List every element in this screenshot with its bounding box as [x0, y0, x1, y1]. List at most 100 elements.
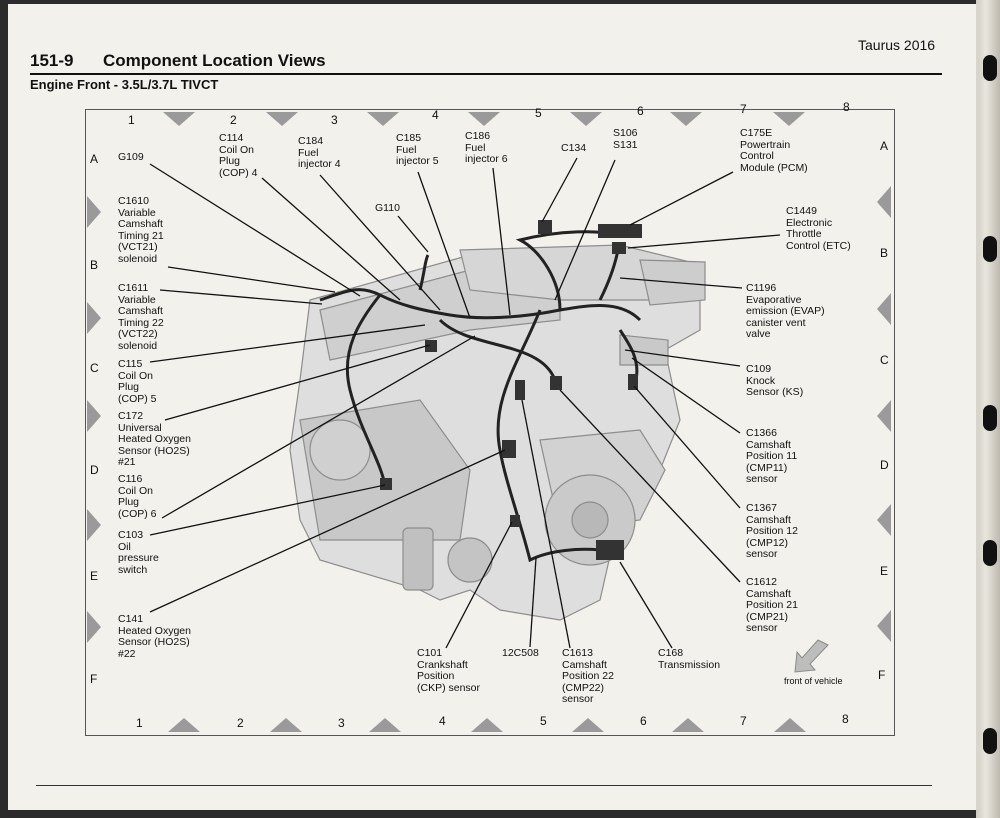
grid-column-label: 5	[540, 714, 547, 728]
grid-column-label: 3	[338, 716, 345, 730]
diagram-frame	[85, 109, 895, 736]
grid-triangle	[168, 718, 200, 732]
connector-c141	[502, 440, 516, 458]
page-number: 151-9	[30, 51, 74, 70]
grid-row-label: F	[878, 668, 886, 682]
grid-triangle	[877, 504, 891, 536]
grid-triangle	[471, 718, 503, 732]
grid-row-label: A	[90, 152, 99, 166]
page-title: Component Location Views	[103, 51, 326, 70]
grid-column-label: 1	[136, 716, 143, 730]
grid-row-label: C	[90, 361, 99, 375]
label-g110: G110	[375, 202, 400, 214]
grid-triangle	[87, 196, 101, 228]
grid-triangle	[369, 718, 401, 732]
grid-triangle	[672, 718, 704, 732]
wire-harness	[319, 230, 642, 563]
connector-c1449	[612, 242, 626, 254]
connector-c134	[538, 220, 552, 234]
grid-triangle	[774, 718, 806, 732]
front-of-vehicle-arrow	[794, 639, 829, 673]
label-12c508: 12C508	[502, 647, 539, 659]
grid-row-label: A	[880, 139, 889, 153]
grid-triangle	[266, 112, 298, 126]
grid-triangle	[572, 718, 604, 732]
binding-hole	[983, 55, 997, 81]
grid-triangle	[270, 718, 302, 732]
binding-hole	[983, 405, 997, 431]
vehicle-name: Taurus 2016	[858, 37, 936, 53]
grid-column-label: 7	[740, 102, 747, 116]
grid-triangle	[877, 610, 891, 642]
connector-c1367	[628, 374, 638, 390]
grid-column-label: 6	[637, 104, 644, 118]
engine-illustration	[289, 244, 706, 621]
grid-triangle	[670, 112, 702, 126]
binding-hole	[983, 236, 997, 262]
grid-triangle	[163, 112, 195, 126]
grid-triangle	[87, 509, 101, 541]
grid-column-label: 5	[535, 106, 542, 120]
connectors	[380, 220, 642, 560]
leader-lines	[149, 157, 781, 649]
grid-column-label: 1	[128, 113, 135, 127]
grid-row-label: C	[880, 353, 889, 367]
label-front-of-vehicle: front of vehicle	[784, 676, 843, 686]
grid-row-label: E	[90, 569, 99, 583]
grid-triangle	[87, 400, 101, 432]
label-c134: C134	[561, 142, 587, 154]
grid-column-label: 6	[640, 714, 647, 728]
grid-triangle	[570, 112, 602, 126]
connector-c115	[425, 340, 437, 352]
grid-triangle	[773, 112, 805, 126]
connector-c175e	[598, 224, 642, 238]
connector-c101	[510, 515, 520, 527]
connector-12c508	[515, 380, 525, 400]
diagram-subtitle: Engine Front - 3.5L/3.7L TIVCT	[30, 77, 219, 92]
grid-column-label: 2	[230, 113, 237, 127]
grid-column-label: 3	[331, 113, 338, 127]
footer-rule	[36, 785, 932, 786]
grid-triangle	[877, 293, 891, 325]
grid-row-label: E	[880, 564, 889, 578]
grid-triangle	[877, 186, 891, 218]
grid-row-label: B	[90, 258, 99, 272]
grid-triangle	[468, 112, 500, 126]
grid-column-label: 8	[843, 100, 850, 114]
grid-triangle	[367, 112, 399, 126]
connector-c1612	[550, 376, 562, 390]
binding-hole	[983, 728, 997, 754]
grid-column-label: 4	[432, 108, 439, 122]
grid-triangle	[877, 400, 891, 432]
header-rule	[30, 73, 942, 75]
grid-triangle	[87, 302, 101, 334]
grid-row-label: B	[880, 246, 889, 260]
label-g109: G109	[118, 151, 144, 163]
grid-column-label: 8	[842, 712, 849, 726]
grid-row-label: D	[90, 463, 99, 477]
grid-column-label: 7	[740, 714, 747, 728]
grid-markers	[87, 112, 891, 732]
grid-column-label: 2	[237, 716, 244, 730]
binding-hole	[983, 540, 997, 566]
